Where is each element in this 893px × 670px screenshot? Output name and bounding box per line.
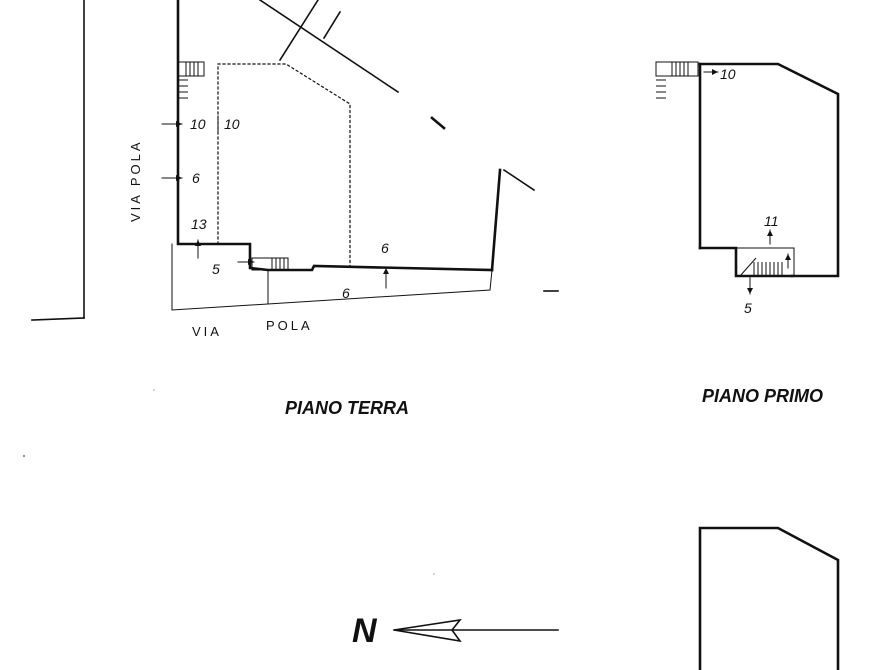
dim-first-top: 10 [720,66,736,82]
first-floor-plan [655,61,840,295]
dim-entry: 5 [212,261,220,277]
stair-first-top [655,61,699,99]
ground-floor-plan [161,0,494,311]
dim-first-stair-bottom: 5 [744,300,752,316]
stair-first-bottom [739,257,783,277]
dim-left-mid: 6 [192,170,200,186]
dim-right-top: 6 [381,240,389,256]
street-label-via: VIA [192,324,222,339]
north-label: N [352,612,378,650]
north-arrow-icon [393,618,559,643]
street-label-pola: POLA [266,318,313,333]
stair-ground-left [177,61,205,99]
ground-floor-title: PIANO TERRA [285,398,409,418]
street-label-vertical: VIA POLA [128,139,143,222]
dim-bottom: 6 [342,285,350,301]
dim-first-stair-top: 11 [764,213,779,229]
site-boundary-lines [31,0,559,321]
lower-building-outline [698,526,840,670]
first-floor-title: PIANO PRIMO [702,386,823,406]
dim-left-low: 13 [191,216,207,232]
dim-left-b: 10 [224,116,240,132]
dim-left-a: 10 [190,116,206,132]
